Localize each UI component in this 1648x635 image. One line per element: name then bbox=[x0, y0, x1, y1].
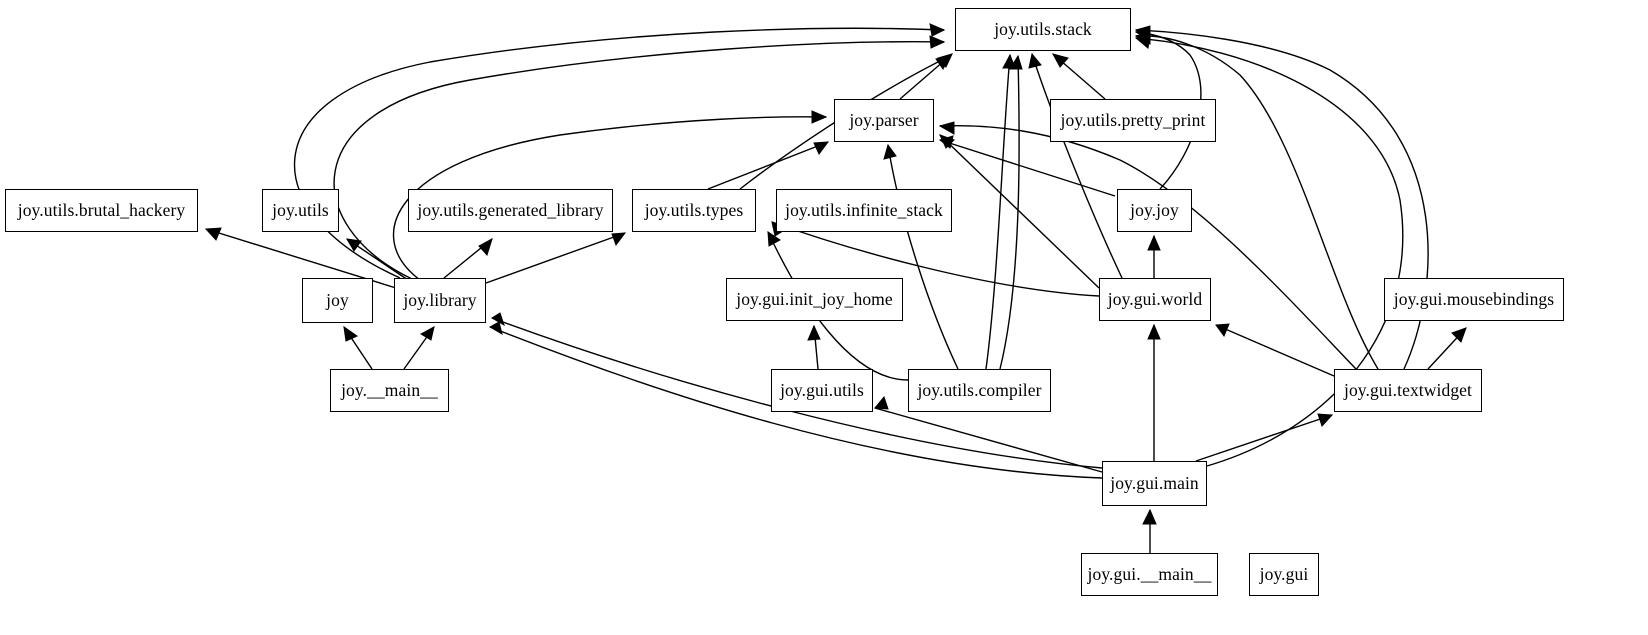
node-label: joy.gui.main bbox=[1110, 472, 1199, 493]
arrowhead-library-to-types bbox=[611, 232, 627, 247]
arrowhead-gui-main-to-library-2 bbox=[488, 321, 503, 336]
arrowhead-compiler-to-stack bbox=[1002, 53, 1016, 69]
node-joy-library[interactable]: joy.library bbox=[394, 278, 486, 323]
node-label: joy.gui.mousebindings bbox=[1393, 288, 1555, 309]
node-joy-utils-types[interactable]: joy.utils.types bbox=[632, 189, 756, 232]
node-label: joy.utils.infinite_stack bbox=[785, 199, 943, 220]
edge-compiler-to-parser bbox=[887, 144, 959, 370]
arrowhead-gui-dunder-main-to-gui-main bbox=[1142, 508, 1157, 525]
edge-library-to-types bbox=[485, 232, 626, 284]
node-label: joy.joy bbox=[1130, 199, 1179, 220]
arrowhead-library-to-brutal-hackery bbox=[204, 227, 222, 241]
node-joy-gui-textwidget[interactable]: joy.gui.textwidget bbox=[1334, 369, 1482, 412]
edge-joyjoy-to-parser bbox=[939, 139, 1116, 197]
node-label: joy.library bbox=[403, 289, 477, 310]
arrowhead-textwidget-to-mousebindings bbox=[1451, 327, 1467, 343]
edge-types-to-parser bbox=[707, 141, 829, 190]
edge-gui-main-to-library-2 bbox=[489, 326, 1103, 479]
node-label: joy.utils.stack bbox=[994, 18, 1092, 39]
edge-textwidget-to-parser bbox=[939, 124, 1357, 370]
node-label: joy.utils.pretty_print bbox=[1060, 109, 1206, 130]
node-joy[interactable]: joy bbox=[302, 278, 373, 323]
node-label: joy.__main__ bbox=[341, 379, 438, 400]
arrowhead-library-to-parser bbox=[811, 110, 828, 124]
node-label: joy.utils.compiler bbox=[917, 379, 1042, 400]
arrowhead-textwidget-to-parser bbox=[938, 121, 955, 135]
node-label: joy.gui.world bbox=[1107, 288, 1203, 309]
arrowhead-library-to-utils bbox=[346, 238, 362, 252]
edge-gui-world-to-parser bbox=[939, 134, 1100, 289]
edge-library-to-stack-2 bbox=[333, 41, 945, 280]
arrowhead-library-to-stack-2 bbox=[929, 35, 946, 49]
node-label: joy.parser bbox=[849, 109, 919, 130]
arrowhead-gui-world-to-stack bbox=[1028, 52, 1042, 69]
edge-gui-main-to-textwidget bbox=[1195, 414, 1333, 462]
arrowhead-gui-main-to-textwidget bbox=[1317, 413, 1334, 427]
arrowhead-compiler-to-stack-2 bbox=[1009, 54, 1023, 70]
node-joy-utils-brutal-hackery[interactable]: joy.utils.brutal_hackery bbox=[5, 189, 198, 232]
arrowhead-pretty-print-to-stack bbox=[1052, 53, 1069, 68]
node-label: joy.gui bbox=[1259, 563, 1309, 584]
node-label: joy.gui.init_joy_home bbox=[736, 288, 893, 309]
node-joy-parser[interactable]: joy.parser bbox=[834, 99, 934, 142]
edge-compiler-to-stack bbox=[985, 54, 1011, 370]
arrowhead-types-to-parser bbox=[813, 141, 830, 155]
node-label: joy.gui.__main__ bbox=[1087, 563, 1212, 584]
edge-compiler-to-stack-2 bbox=[999, 55, 1020, 370]
edge-gui-world-to-stack bbox=[1031, 53, 1123, 279]
arrowhead-gui-world-to-joyjoy bbox=[1147, 234, 1161, 251]
arrowhead-textwidget-to-gui-world bbox=[1215, 323, 1230, 338]
edge-gui-world-to-types bbox=[771, 221, 1100, 297]
node-label: joy.gui.utils bbox=[780, 379, 864, 400]
edge-textwidget-to-gui-world bbox=[1215, 324, 1335, 377]
node-label: joy.gui.textwidget bbox=[1343, 379, 1472, 400]
node-label: joy.utils.types bbox=[644, 199, 744, 220]
node-joy-gui-utils[interactable]: joy.gui.utils bbox=[771, 369, 873, 412]
node-joy-utils-stack[interactable]: joy.utils.stack bbox=[955, 8, 1131, 51]
edge-group bbox=[204, 23, 1467, 553]
arrowhead-joy-main-to-joy bbox=[343, 325, 359, 342]
edge-textwidget-to-stack-2 bbox=[1135, 35, 1379, 370]
edge-compiler-to-types bbox=[767, 231, 909, 381]
edge-library-to-parser bbox=[392, 116, 827, 281]
arrowhead-gui-main-to-gui-utils bbox=[874, 395, 889, 410]
node-joy-gui-main[interactable]: joy.gui.main bbox=[1102, 461, 1207, 506]
node-label: joy.utils.brutal_hackery bbox=[17, 199, 186, 220]
arrowhead-gui-world-to-parser bbox=[939, 134, 955, 149]
arrowhead-gui-main-to-stack bbox=[1134, 35, 1151, 49]
arrowhead-joy-main-to-library bbox=[419, 326, 435, 341]
node-joy-utils[interactable]: joy.utils bbox=[262, 189, 339, 232]
arrowhead-gui-utils-to-init-joy-home bbox=[807, 324, 821, 341]
arrowhead-gui-main-to-gui-world bbox=[1147, 323, 1161, 340]
arrowhead-library-to-generated-library bbox=[478, 237, 493, 256]
arrowhead-gui-main-to-library bbox=[491, 312, 505, 327]
node-joy-utils-pretty-print[interactable]: joy.utils.pretty_print bbox=[1050, 99, 1216, 142]
node-label: joy.utils.generated_library bbox=[417, 199, 604, 220]
arrowhead-compiler-to-types bbox=[767, 231, 781, 247]
node-joy-gui-init-joy-home[interactable]: joy.gui.init_joy_home bbox=[726, 278, 903, 321]
arrowhead-types-to-stack bbox=[935, 55, 951, 70]
edge-gui-main-to-gui-utils bbox=[874, 407, 1103, 473]
node-joy-gui-mousebindings[interactable]: joy.gui.mousebindings bbox=[1384, 278, 1564, 321]
node-joy-utils-compiler[interactable]: joy.utils.compiler bbox=[908, 369, 1051, 412]
node-joy-gui[interactable]: joy.gui bbox=[1249, 553, 1319, 596]
node-joy-utils-infinite-stack[interactable]: joy.utils.infinite_stack bbox=[776, 189, 952, 232]
arrowhead-library-to-stack bbox=[929, 23, 946, 37]
node-joy-gui-world[interactable]: joy.gui.world bbox=[1099, 278, 1211, 321]
node-joy-gui-dunder-main[interactable]: joy.gui.__main__ bbox=[1081, 553, 1218, 596]
node-joy-joy[interactable]: joy.joy bbox=[1117, 189, 1192, 232]
node-label: joy bbox=[326, 289, 349, 310]
edge-gui-main-to-stack bbox=[1135, 37, 1404, 467]
node-joy-utils-generated-library[interactable]: joy.utils.generated_library bbox=[408, 189, 613, 232]
node-joy-dunder-main[interactable]: joy.__main__ bbox=[330, 369, 449, 412]
node-label: joy.utils bbox=[272, 199, 329, 220]
arrowhead-compiler-to-parser bbox=[883, 143, 897, 160]
